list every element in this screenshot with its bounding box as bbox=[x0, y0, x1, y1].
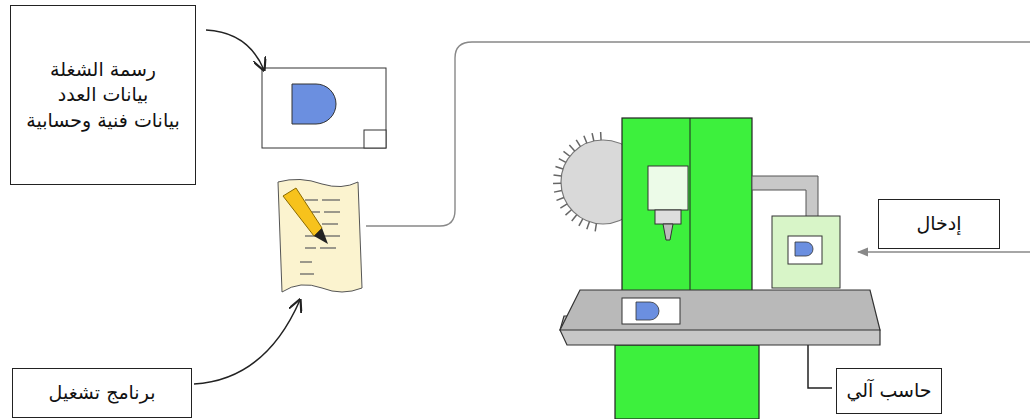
label-box: برنامج تشغيل bbox=[12, 368, 192, 418]
label-text: بيانات العدد bbox=[19, 82, 187, 107]
label-text: رسمة الشغلة bbox=[19, 57, 187, 82]
label-text: بيانات فنية وحسابية bbox=[19, 108, 187, 133]
input-arrow bbox=[858, 251, 1030, 252]
leader-line bbox=[194, 300, 300, 384]
leader-line bbox=[206, 30, 264, 70]
callout-box: رسمة الشغلةبيانات العددبيانات فنية وحساب… bbox=[10, 5, 196, 185]
drawing-sheet bbox=[262, 68, 386, 148]
label-box: إدخال bbox=[878, 199, 1000, 249]
cnc-machine bbox=[553, 118, 880, 419]
program-sheet bbox=[278, 179, 362, 292]
label-text: إدخال bbox=[889, 211, 989, 236]
label-box: حاسب آلي bbox=[836, 368, 942, 414]
label-text: حاسب آلي bbox=[845, 378, 933, 403]
label-text: برنامج تشغيل bbox=[23, 380, 181, 405]
